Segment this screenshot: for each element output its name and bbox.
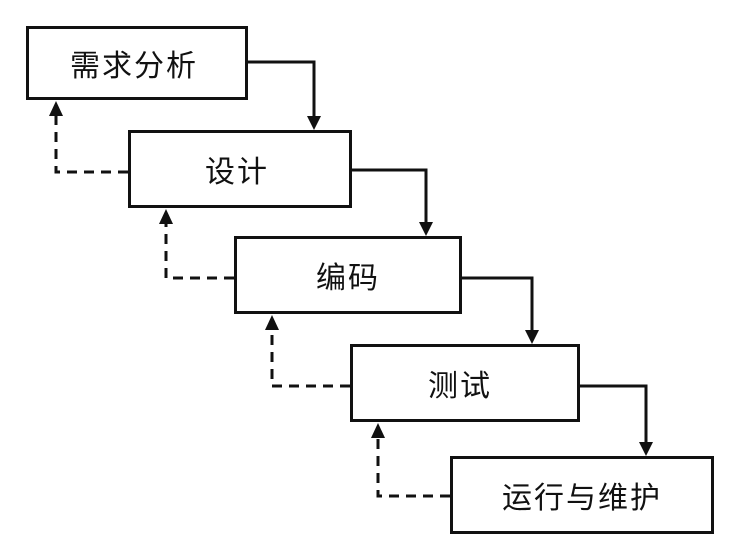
feedback-arrow-2	[159, 209, 234, 280]
forward-arrow-3	[462, 276, 539, 344]
forward-arrow-2	[352, 168, 433, 236]
forward-arrow-4	[580, 384, 653, 456]
forward-arrow-1	[248, 60, 321, 130]
step-label-coding: 编码	[316, 261, 380, 296]
feedback-arrow-4	[371, 423, 450, 498]
step-box-requirements: 需求分析	[26, 26, 248, 100]
step-label-testing: 测试	[428, 369, 492, 404]
step-box-testing: 测试	[350, 344, 580, 422]
step-box-operation-maintenance: 运行与维护	[450, 456, 714, 534]
step-label-operation-maintenance: 运行与维护	[502, 481, 662, 516]
step-box-design: 设计	[128, 130, 352, 208]
feedback-arrow-1	[49, 101, 128, 174]
step-box-coding: 编码	[234, 236, 462, 314]
step-label-design: 设计	[205, 155, 269, 190]
feedback-arrow-3	[265, 315, 350, 388]
step-label-requirements: 需求分析	[70, 49, 198, 84]
